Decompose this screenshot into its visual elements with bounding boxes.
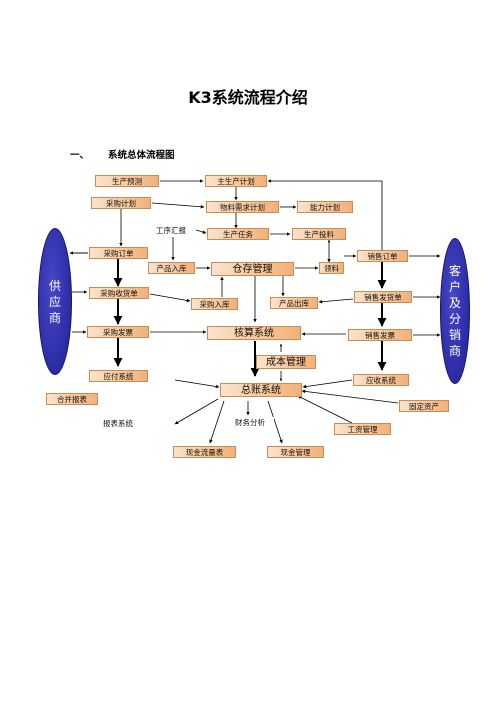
node-payable: 应付系统 [89,370,148,382]
node-production-task: 生产任务 [207,228,269,240]
node-purchase-order: 采购订单 [89,247,148,259]
node-cashflow: 现金流量表 [173,446,236,458]
node-accounting: 核算系统 [207,326,301,340]
node-financial-analysis: 财务分析 [226,417,274,429]
node-consolidation: 合并报表 [46,393,98,405]
supplier-label: 供应商 [48,278,61,325]
node-work-report: 工序汇报 [147,225,195,237]
node-general-ledger: 总账系统 [220,383,302,397]
node-sales-delivery: 销售发货单 [354,291,412,303]
section-heading: 一、 系统总体流程图 [70,147,175,161]
node-purchase-receipt: 采购收货单 [89,287,149,299]
node-warehouse: 仓存管理 [211,262,294,276]
node-purchase-in: 采购入库 [191,298,238,310]
supplier-ellipse: 供应商 [38,228,72,375]
node-cash-mgmt: 现金管理 [267,446,324,458]
customer-label: 客户及分销商 [448,264,461,358]
node-product-out: 产品出库 [270,297,318,309]
node-production-pick: 生产投料 [292,228,346,240]
node-production-forecast: 生产预测 [95,175,159,187]
node-material-pick: 领料 [319,262,344,274]
node-sales-invoice: 销售发票 [348,329,412,341]
node-sales-order: 销售订单 [357,250,408,262]
node-receivable: 应收系统 [353,374,409,386]
node-payroll: 工资管理 [334,423,391,435]
node-fixed-assets: 固定资产 [399,400,449,412]
node-master-schedule: 主生产计划 [205,175,267,187]
section-title: 系统总体流程图 [108,150,175,161]
node-product-in: 产品入库 [148,262,195,274]
node-report-system: 报表系统 [88,418,148,430]
page-title: K3系统流程介绍 [188,88,308,107]
node-cost-mgmt: 成本管理 [256,355,316,369]
section-number: 一、 [70,150,90,161]
node-capacity-plan: 能力计划 [297,201,353,213]
customer-ellipse: 客户及分销商 [440,238,470,384]
node-purchase-invoice: 采购发票 [87,326,149,338]
node-purchase-plan: 采购计划 [91,197,151,209]
node-mrp: 物料需求计划 [206,201,279,213]
